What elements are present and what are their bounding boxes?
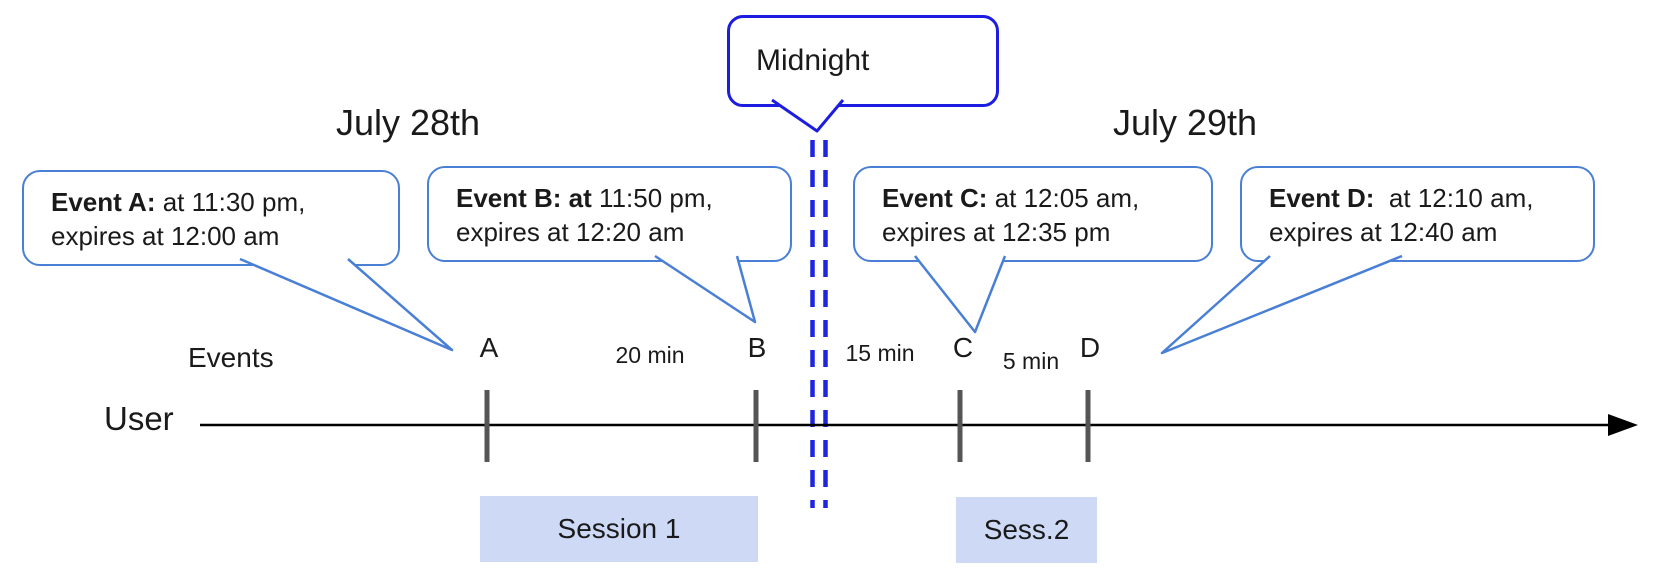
event-d-title: Event D: [1269, 183, 1375, 213]
tick-label-b: B [747, 332, 767, 363]
event-a-line1: Event A: at 11:30 pm, [51, 187, 306, 217]
event-c-callout-tail [914, 255, 1007, 334]
timeline-arrowhead-icon [1608, 414, 1638, 436]
tick-label-a: A [479, 332, 499, 363]
interval-label-15min: 15 min [845, 340, 915, 366]
date-label-july-28: July 28th [335, 102, 481, 143]
session-1-box: Session 1 [480, 496, 758, 562]
event-d-callout: Event D: at 12:10 am, expires at 12:40 a… [1240, 166, 1595, 262]
event-d-callout-tail [1160, 254, 1403, 355]
event-d-line1: Event D: at 12:10 am, [1269, 183, 1534, 213]
event-a-title: Event A: [51, 187, 156, 217]
user-axis-label: User [104, 400, 174, 437]
tick-label-c: C [952, 332, 974, 363]
event-b-callout-tail [654, 254, 757, 324]
interval-label-5min: 5 min [1002, 348, 1060, 374]
event-b-callout: Event B: at 11:50 pm, expires at 12:20 a… [427, 166, 792, 262]
session-2-label: Sess.2 [983, 514, 1070, 545]
session-1-label: Session 1 [557, 513, 681, 544]
interval-label-20min: 20 min [615, 342, 685, 368]
event-a-callout-tail [239, 257, 454, 352]
event-a-line2: expires at 12:00 am [51, 221, 280, 251]
event-c-line2: expires at 12:35 pm [882, 217, 1111, 247]
event-c-line1: Event C: at 12:05 am, [882, 183, 1140, 213]
events-axis-label: Events [188, 342, 274, 373]
event-b-title: Event B: at [456, 183, 592, 213]
midnight-callout: Midnight [727, 15, 999, 107]
event-c-title: Event C: [882, 183, 988, 213]
event-b-line1: Event B: at 11:50 pm, [456, 183, 713, 213]
event-c-callout: Event C: at 12:05 am, expires at 12:35 p… [853, 166, 1213, 262]
midnight-label: Midnight [756, 44, 870, 77]
date-label-july-29: July 29th [1112, 102, 1258, 143]
event-a-callout: Event A: at 11:30 pm, expires at 12:00 a… [22, 170, 400, 266]
event-b-line2: expires at 12:20 am [456, 217, 685, 247]
tick-label-d: D [1079, 332, 1101, 363]
session-2-box: Sess.2 [956, 497, 1097, 563]
event-d-line2: expires at 12:40 am [1269, 217, 1498, 247]
